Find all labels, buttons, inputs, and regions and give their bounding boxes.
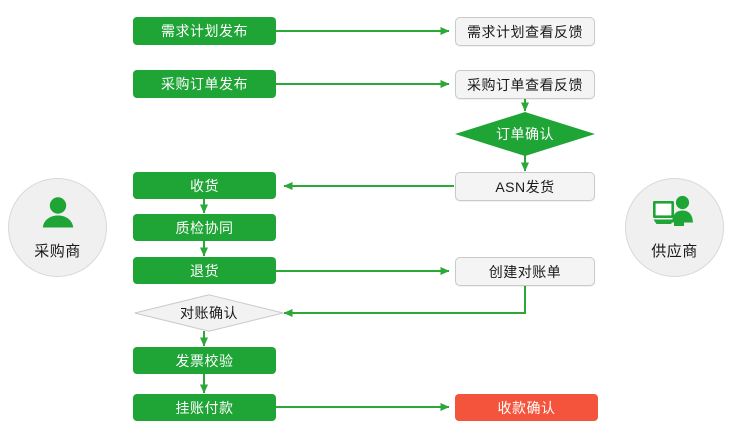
node-po-publish[interactable]: 采购订单发布 (133, 70, 276, 98)
node-create-statement[interactable]: 创建对账单 (455, 257, 595, 286)
actor-supplier-label: 供应商 (651, 243, 698, 260)
node-label: 收款确认 (497, 399, 556, 416)
actor-buyer-label: 采购商 (34, 243, 81, 260)
node-asn-ship[interactable]: ASN发货 (455, 172, 595, 201)
actor-buyer[interactable]: 采购商 (8, 178, 107, 277)
node-label: 发票校验 (175, 352, 234, 369)
node-qc-collab[interactable]: 质检协同 (133, 214, 276, 241)
node-receipt-confirm[interactable]: 收款确认 (455, 394, 598, 421)
node-label: 订单确认 (496, 126, 554, 142)
node-return-goods[interactable]: 退货 (133, 257, 276, 284)
node-label: 采购订单查看反馈 (467, 76, 583, 93)
node-label: 创建对账单 (488, 263, 562, 280)
person-icon (38, 194, 78, 239)
node-label: 对账确认 (180, 305, 238, 321)
edge-create-statement-to-statement-confirm (283, 286, 526, 317)
node-label: 收货 (190, 177, 219, 194)
node-label: 挂账付款 (175, 399, 234, 416)
person-at-computer-icon (651, 194, 699, 239)
node-order-confirm[interactable]: 订单确认 (455, 112, 595, 156)
node-demand-plan-feedback[interactable]: 需求计划查看反馈 (455, 17, 595, 46)
node-statement-confirm[interactable]: 对账确认 (134, 294, 284, 332)
node-receive-goods[interactable]: 收货 (133, 172, 276, 199)
node-invoice-check[interactable]: 发票校验 (133, 347, 276, 374)
node-label: 退货 (190, 262, 219, 279)
node-payable-payment[interactable]: 挂账付款 (133, 394, 276, 421)
node-label: 需求计划查看反馈 (467, 23, 583, 40)
node-label: 需求计划发布 (161, 23, 248, 39)
node-label: ASN发货 (495, 178, 555, 195)
node-demand-plan-publish[interactable]: 需求计划发布 (133, 17, 276, 45)
node-label: 采购订单发布 (161, 76, 248, 92)
actor-supplier[interactable]: 供应商 (625, 178, 724, 277)
node-label: 质检协同 (175, 219, 234, 236)
node-po-feedback[interactable]: 采购订单查看反馈 (455, 70, 595, 99)
